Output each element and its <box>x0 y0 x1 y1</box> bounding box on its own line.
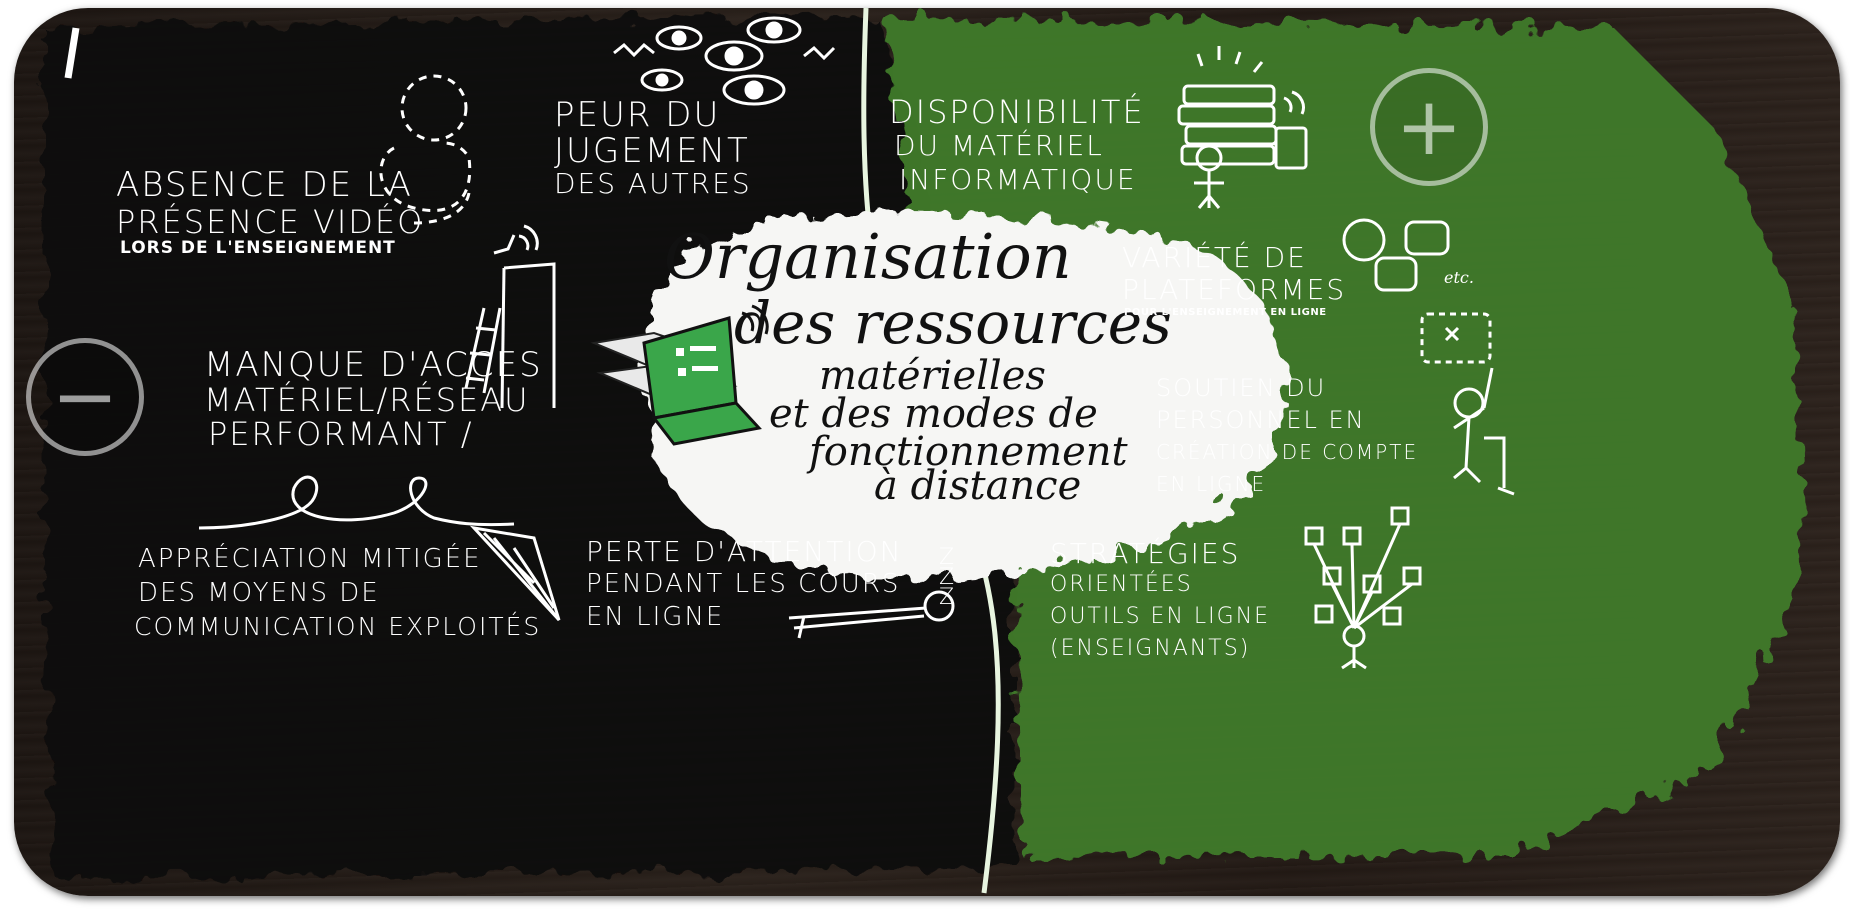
support-line2: PERSONNEL EN <box>1156 406 1366 434</box>
platforms-line3: POUR L'ENSEIGNEMENT EN LIGNE <box>1124 307 1327 318</box>
loop-doodle <box>198 475 515 530</box>
access-line1: MANQUE D'ACCES <box>204 345 543 385</box>
sleeping-figure-icon <box>788 590 955 639</box>
center-subtitle-line1: matérielles <box>819 353 1046 399</box>
paper-plane-icon <box>469 525 561 622</box>
fear-line2: JUGEMENT <box>554 131 750 171</box>
strategies-line1: STRATÉGIES <box>1050 537 1241 570</box>
availability-line3: INFORMATIQUE <box>899 163 1137 196</box>
support-line4: EN LIGNE <box>1156 472 1267 496</box>
platforms-line2: PLATEFORMES <box>1122 273 1347 306</box>
center-subtitle-line4: à distance <box>874 463 1082 509</box>
attention-line1: PERTE D'ATTENTION <box>586 535 903 568</box>
strategies-line2: ORIENTÉES <box>1050 572 1193 597</box>
fear-line3: DES AUTRES <box>554 167 752 200</box>
platforms-etc: etc. <box>1444 268 1474 287</box>
zzz-label: Z Z Z <box>939 545 957 610</box>
appreciation-line2: DES MOYENS DE <box>138 578 380 608</box>
dashed-person-icon <box>379 74 472 225</box>
laptop-icon <box>590 304 769 446</box>
attention-line3: EN LIGNE <box>586 602 725 632</box>
minus-button[interactable]: − <box>26 338 144 456</box>
center-cloud <box>644 213 1285 579</box>
sketchnote-board: Organisation des ressources matérielles … <box>14 8 1840 896</box>
person-raising-hand-icon <box>1420 312 1515 496</box>
attention-line2: PENDANT LES COURS <box>586 569 901 599</box>
availability-line2: DU MATÉRIEL <box>894 129 1104 162</box>
access-line2: MATÉRIEL/RÉSEAU <box>204 381 530 419</box>
center-subtitle-line2: et des modes de <box>769 391 1098 437</box>
appreciation-line3: COMMUNICATION EXPLOITÉS <box>134 612 542 641</box>
fear-line1: PEUR DU <box>554 95 721 135</box>
ladder-screen-icon <box>464 224 556 409</box>
platforms-icons <box>1342 218 1450 292</box>
availability-line1: DISPONIBILITÉ <box>889 93 1145 131</box>
video-line2: PRÉSENCE VIDÉO <box>116 203 425 241</box>
video-line3: LORS DE L'ENSEIGNEMENT <box>120 238 396 258</box>
access-line3: PERFORMANT / <box>208 415 474 453</box>
board-illustration <box>44 8 1804 894</box>
video-line1: ABSENCE DE LA <box>116 165 413 205</box>
network-icon <box>1304 506 1422 670</box>
top-left-stroke <box>64 27 80 79</box>
strategies-line4: (ENSEIGNANTS) <box>1050 636 1251 661</box>
books-stack-icon <box>1177 46 1308 209</box>
support-line1: SOUTIEN DU <box>1156 374 1327 402</box>
appreciation-line1: APPRÉCIATION MITIGÉE <box>138 544 482 574</box>
platforms-line1: VARIÉTÉ DE <box>1122 241 1307 274</box>
strategies-line3: OUTILS EN LIGNE <box>1050 604 1271 629</box>
plus-button[interactable]: + <box>1370 68 1488 186</box>
center-subtitle-line3: fonctionnement <box>809 429 1128 475</box>
support-line3: CRÉATION DE COMPTE <box>1156 440 1419 464</box>
eyes-icon <box>613 16 836 106</box>
center-title-line2: des ressources <box>734 289 1172 357</box>
center-title-line1: Organisation <box>664 220 1072 293</box>
green-zone <box>884 18 1804 858</box>
